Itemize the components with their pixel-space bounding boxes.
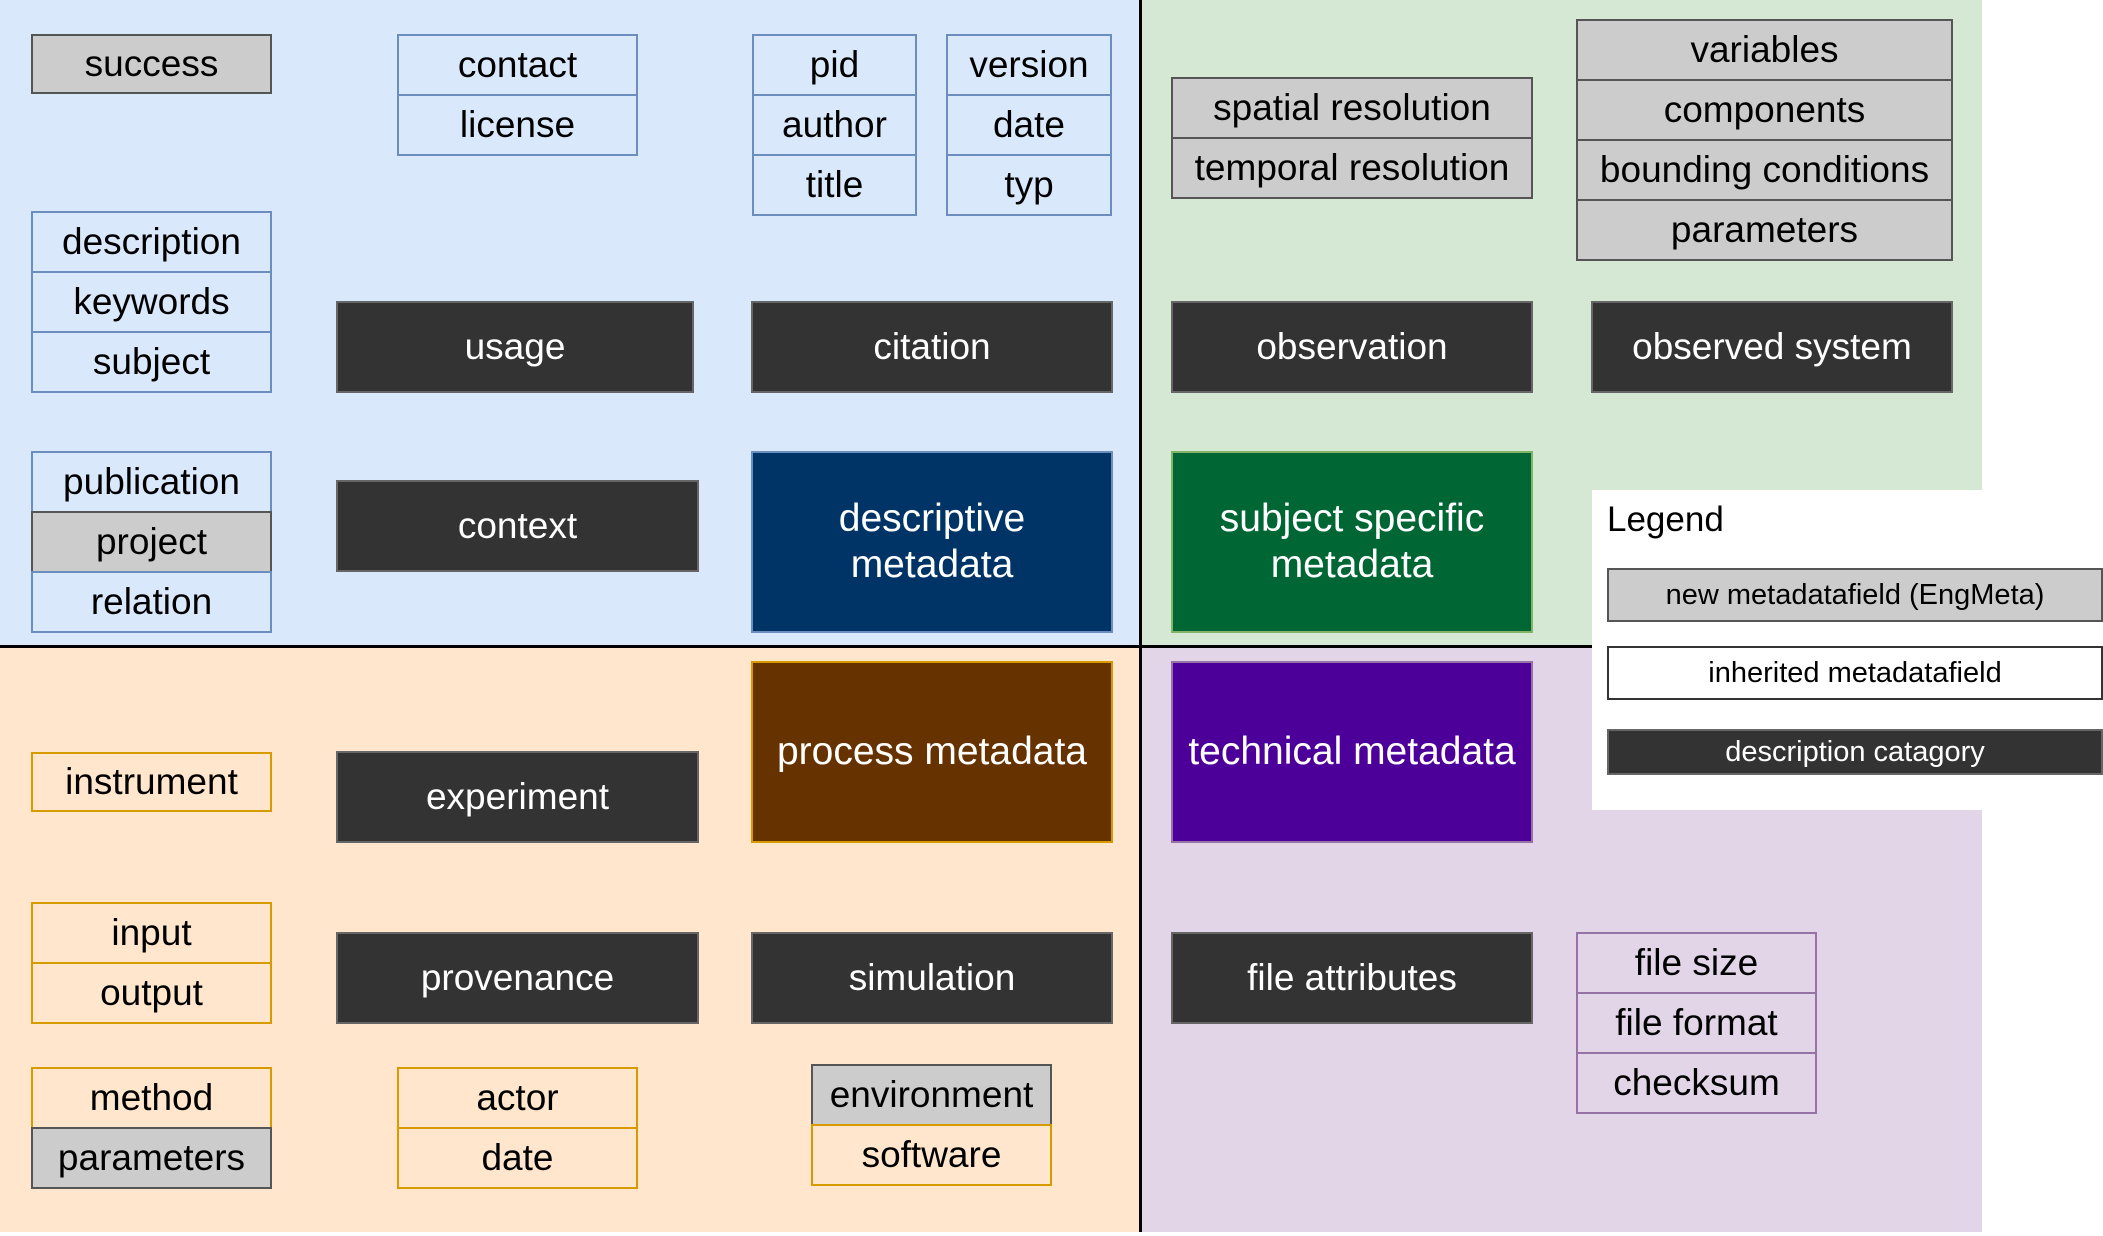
category-context: context	[336, 480, 699, 572]
field-publication: publication	[31, 451, 272, 513]
field-keywords: keywords	[31, 271, 272, 333]
field-description: description	[31, 211, 272, 273]
field-project: project	[31, 511, 272, 573]
field-title: title	[752, 154, 917, 216]
field-subject: subject	[31, 331, 272, 393]
legend-new-field: new metadatafield (EngMeta)	[1607, 568, 2103, 622]
subject-specific-metadata-box: subject specific metadata	[1171, 451, 1533, 633]
field-actor: actor	[397, 1067, 638, 1129]
field-input: input	[31, 902, 272, 964]
field-variables: variables	[1576, 19, 1953, 81]
technical-metadata-box: technical metadata	[1171, 661, 1533, 843]
field-version: version	[946, 34, 1112, 96]
process-metadata-box: process metadata	[751, 661, 1113, 843]
field-components: components	[1576, 79, 1953, 141]
field-pid: pid	[752, 34, 917, 96]
field-parameters-subject: parameters	[1576, 199, 1953, 261]
horizontal-divider	[0, 645, 1982, 648]
category-usage: usage	[336, 301, 694, 393]
field-file-size: file size	[1576, 932, 1817, 994]
category-observed-system: observed system	[1591, 301, 1953, 393]
field-typ: typ	[946, 154, 1112, 216]
field-temporal-resolution: temporal resolution	[1171, 137, 1533, 199]
field-environment: environment	[811, 1064, 1052, 1126]
field-method: method	[31, 1067, 272, 1129]
field-software: software	[811, 1124, 1052, 1186]
field-spatial-resolution: spatial resolution	[1171, 77, 1533, 139]
field-checksum: checksum	[1576, 1052, 1817, 1114]
field-success: success	[31, 34, 272, 94]
field-license: license	[397, 94, 638, 156]
category-citation: citation	[751, 301, 1113, 393]
field-parameters-process: parameters	[31, 1127, 272, 1189]
vertical-divider	[1139, 0, 1142, 1232]
descriptive-metadata-box: descriptive metadata	[751, 451, 1113, 633]
field-output: output	[31, 962, 272, 1024]
field-author: author	[752, 94, 917, 156]
legend-category: description catagory	[1607, 729, 2103, 775]
field-relation: relation	[31, 571, 272, 633]
legend-inherited-field: inherited metadatafield	[1607, 646, 2103, 700]
field-date: date	[946, 94, 1112, 156]
category-observation: observation	[1171, 301, 1533, 393]
field-file-format: file format	[1576, 992, 1817, 1054]
category-experiment: experiment	[336, 751, 699, 843]
legend-title: Legend	[1607, 500, 1724, 539]
field-date-process: date	[397, 1127, 638, 1189]
category-file-attributes: file attributes	[1171, 932, 1533, 1024]
field-contact: contact	[397, 34, 638, 96]
category-provenance: provenance	[336, 932, 699, 1024]
category-simulation: simulation	[751, 932, 1113, 1024]
field-instrument: instrument	[31, 752, 272, 812]
field-bounding-conditions: bounding conditions	[1576, 139, 1953, 201]
